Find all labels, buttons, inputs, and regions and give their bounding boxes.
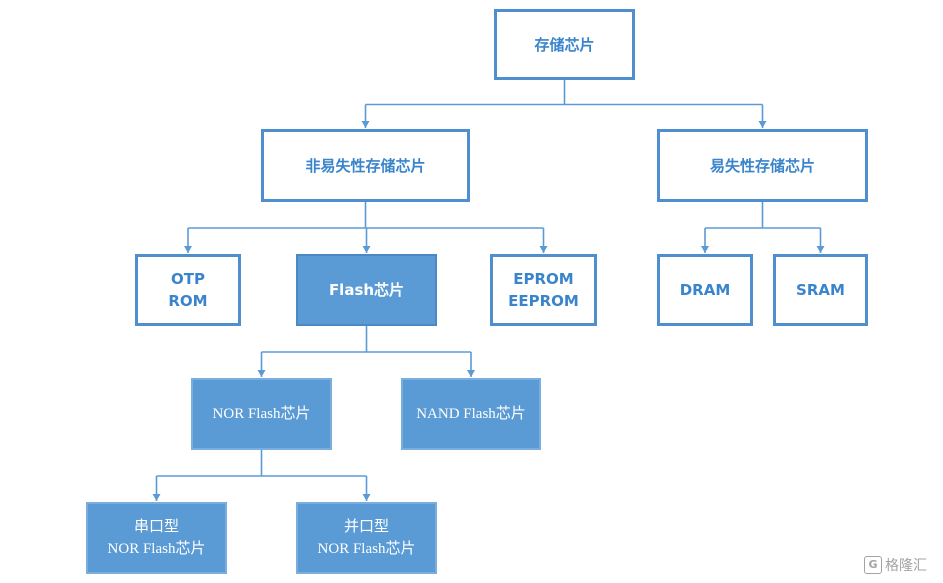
node-label-line: 易失性存储芯片 [709, 156, 815, 175]
node-label-line: EPROM [513, 270, 574, 288]
node-eprom-eeprom: EPROM EEPROM [490, 254, 597, 326]
watermark-text: 格隆汇 [885, 558, 927, 574]
node-sram: SRAM [773, 254, 868, 326]
arrowhead [539, 246, 548, 253]
node-label-line: EEPROM [508, 292, 579, 310]
node-label-line: NAND Flash芯片 [416, 406, 526, 422]
arrowhead [184, 246, 192, 253]
node-storage-chip: 存储芯片 [494, 9, 635, 80]
node-parallel-nor-flash-chip: 并口型 NOR Flash芯片 [296, 502, 437, 574]
node-label-line: NOR Flash芯片 [107, 541, 206, 557]
node-label-line: NOR Flash芯片 [317, 541, 416, 557]
node-label-line: 存储芯片 [534, 35, 595, 54]
node-label-line: Flash芯片 [328, 281, 405, 299]
arrowhead [467, 370, 475, 377]
node-dram: DRAM [657, 254, 753, 326]
arrowhead [361, 121, 370, 128]
arrowhead [362, 494, 371, 501]
node-non-volatile-storage-chip: 非易失性存储芯片 [261, 129, 470, 202]
node-nor-flash-chip: NOR Flash芯片 [191, 378, 332, 450]
node-label-line: ROM [168, 292, 208, 310]
node-label-line: OTP [171, 270, 205, 288]
node-otp-rom: OTP ROM [135, 254, 241, 326]
node-label-line: SRAM [796, 281, 845, 299]
watermark-badge: G [864, 556, 882, 574]
arrowhead [152, 494, 161, 501]
node-label-line: 并口型 [343, 519, 389, 535]
arrowhead [816, 246, 825, 253]
arrowhead [257, 370, 266, 377]
node-nand-flash-chip: NAND Flash芯片 [401, 378, 541, 450]
node-label-line: DRAM [679, 281, 731, 299]
node-serial-nor-flash-chip: 串口型 NOR Flash芯片 [86, 502, 227, 574]
watermark-logo: G 格隆汇 [864, 553, 927, 577]
node-label-line: NOR Flash芯片 [212, 406, 311, 422]
arrowhead [362, 246, 371, 253]
node-label-line: 非易失性存储芯片 [305, 156, 426, 175]
arrowhead [758, 121, 767, 128]
node-flash-chip: Flash芯片 [296, 254, 437, 326]
arrowhead [701, 246, 709, 253]
node-label-line: 串口型 [133, 519, 179, 535]
node-volatile-storage-chip: 易失性存储芯片 [657, 129, 868, 202]
